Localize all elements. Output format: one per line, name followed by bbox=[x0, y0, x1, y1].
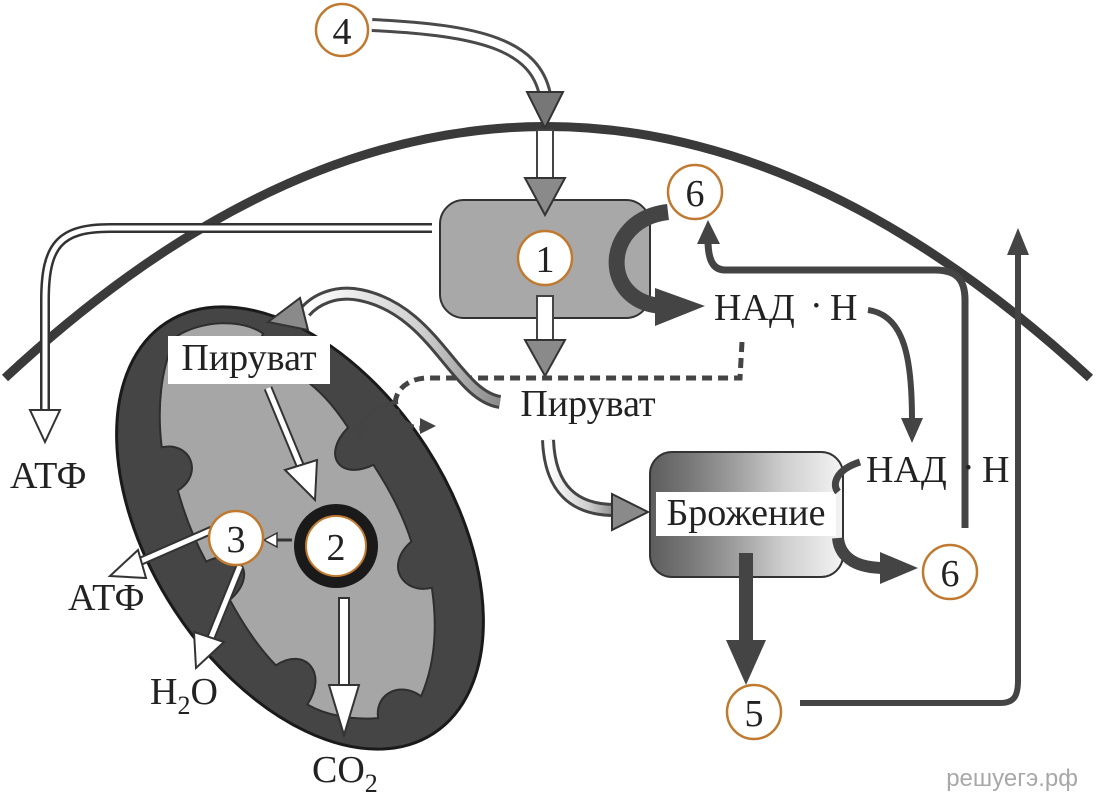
nadh-to-6-top-arrow bbox=[704, 239, 969, 528]
marker-4: 4 bbox=[314, 2, 370, 58]
fermentation-nadh-out-arrow bbox=[832, 536, 886, 574]
etc-to-atp-shaft-inner bbox=[130, 527, 214, 568]
mito-pyruvate-label: Пируват bbox=[181, 337, 317, 379]
nadh-right-nad: НАД bbox=[866, 449, 947, 491]
pyruvate-to-fermentation-arrowhead bbox=[611, 492, 651, 532]
etc-to-atp-arrowhead bbox=[107, 548, 148, 580]
atp-mito-label: АТФ bbox=[68, 577, 145, 619]
marker-4-label: 4 bbox=[333, 11, 352, 53]
marker-6-top-label: 6 bbox=[686, 173, 705, 215]
water-h: H bbox=[150, 671, 177, 713]
fermentation-nadh-in-arrow bbox=[831, 458, 862, 495]
nadh-top-to-right-arrow bbox=[867, 307, 915, 421]
center-pyruvate-label: Пируват bbox=[520, 383, 656, 425]
fermentation-nadh-out-arrowhead bbox=[880, 552, 918, 584]
mito-pyruvate-label-bg bbox=[168, 336, 330, 384]
nadh-dashed-arrowhead bbox=[420, 418, 436, 434]
nadh-top-h: Н bbox=[830, 287, 857, 329]
co2-co: CO bbox=[312, 749, 365, 791]
box1-to-nadh-arrow bbox=[608, 204, 670, 314]
marker-5: 5 bbox=[725, 683, 783, 741]
product-exit-arrow bbox=[800, 255, 1021, 706]
pyruvate-transport-arrowhead bbox=[265, 296, 310, 332]
co2-label: CO2 bbox=[312, 749, 378, 798]
marker-6-bottom-label: 6 bbox=[941, 553, 960, 595]
krebs-cycle-center bbox=[305, 515, 367, 577]
water-o: O bbox=[190, 671, 217, 713]
krebs-to-etc-arrowhead bbox=[262, 531, 278, 549]
fermentation-label: Брожение bbox=[666, 492, 825, 534]
box-to-pyruvate-shaft bbox=[536, 295, 554, 343]
etc-to-water-shaft-inner bbox=[207, 565, 243, 641]
nadh-top-dot: · bbox=[810, 285, 823, 327]
membrane-to-box-shaft bbox=[536, 129, 554, 179]
pyruvate-to-krebs-shaft-inner bbox=[265, 387, 305, 471]
glycolysis-atp-arrow-inner bbox=[42, 225, 432, 410]
nadh-dashed-hook bbox=[358, 400, 399, 429]
fermentation-to-5-shaft bbox=[739, 553, 753, 643]
marker-2-label: 2 bbox=[327, 527, 346, 569]
co2-subscript: 2 bbox=[365, 769, 378, 798]
input-arrow-curve-inner bbox=[371, 21, 549, 96]
input-arrowhead bbox=[525, 91, 565, 131]
etc-to-water-arrowhead bbox=[192, 630, 226, 671]
membrane-to-box-arrowhead bbox=[523, 177, 567, 218]
marker-1: 1 bbox=[516, 229, 574, 287]
water-label: H2O bbox=[150, 671, 218, 720]
marker-1-label: 1 bbox=[536, 239, 555, 281]
fermentation-to-5-arrowhead bbox=[726, 640, 766, 685]
fermentation-label-bg bbox=[656, 492, 836, 536]
mitochondrion-cristae bbox=[158, 322, 436, 720]
krebs-to-co2-shaft bbox=[338, 597, 350, 689]
water-subscript: 2 bbox=[177, 691, 190, 720]
nadh-top-to-right-arrowhead bbox=[901, 418, 923, 443]
pyruvate-to-krebs-arrowhead bbox=[283, 458, 319, 503]
marker-3-label: 3 bbox=[227, 519, 246, 561]
nadh-dashed-hook-head bbox=[352, 424, 370, 440]
box-to-pyruvate-arrowhead bbox=[523, 339, 567, 379]
nadh-right-dot: · bbox=[962, 447, 975, 489]
watermark: решуегэ.рф bbox=[946, 765, 1078, 792]
product-exit-arrowhead bbox=[1007, 228, 1029, 255]
marker-5-label: 5 bbox=[745, 693, 764, 735]
marker-6-top: 6 bbox=[666, 163, 724, 221]
krebs-to-co2-arrowhead bbox=[327, 684, 361, 739]
center-pyruvate-label-bg bbox=[508, 383, 668, 429]
nadh-to-6-top-arrowhead bbox=[697, 220, 720, 244]
nadh-top-nad: НАД bbox=[714, 287, 795, 329]
pyruvate-transport-arrow-inner bbox=[301, 289, 501, 406]
atp-left-label: АТФ bbox=[10, 455, 87, 497]
box1-to-nadh-arrowhead bbox=[655, 288, 705, 326]
marker-6-bottom: 6 bbox=[921, 543, 979, 601]
marker-3: 3 bbox=[207, 509, 265, 567]
nadh-right-h: Н bbox=[982, 449, 1009, 491]
pyruvate-to-fermentation-arrow-inner bbox=[544, 439, 616, 514]
glycolysis-atp-arrowhead bbox=[28, 409, 62, 445]
